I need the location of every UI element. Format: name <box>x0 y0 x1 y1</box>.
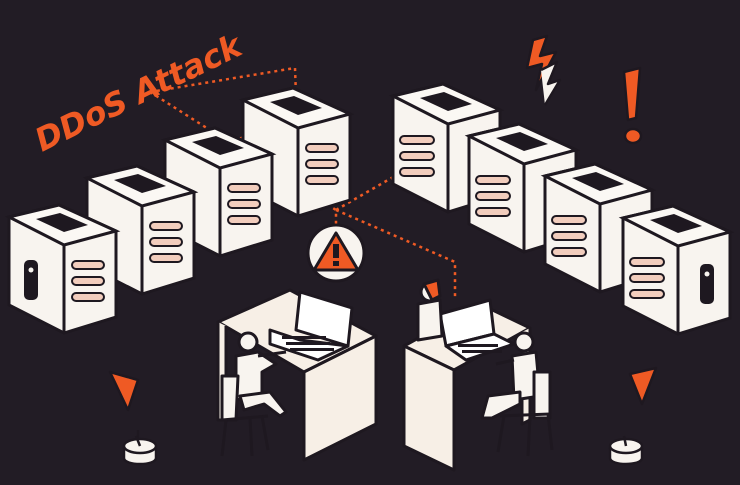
exclamation-icon <box>622 66 643 145</box>
server-tower <box>7 203 118 335</box>
hair <box>422 278 442 302</box>
server-tower <box>621 204 732 336</box>
left-server-row <box>7 86 352 335</box>
warning-triangle-icon <box>306 223 366 283</box>
person-head <box>513 331 535 353</box>
flag-icon <box>108 370 158 466</box>
left-workstation <box>216 288 378 462</box>
person-head <box>237 331 259 353</box>
right-workstation <box>402 278 554 472</box>
lightning-icon <box>525 34 562 106</box>
flag-icon <box>608 366 658 466</box>
right-server-row <box>391 82 732 336</box>
